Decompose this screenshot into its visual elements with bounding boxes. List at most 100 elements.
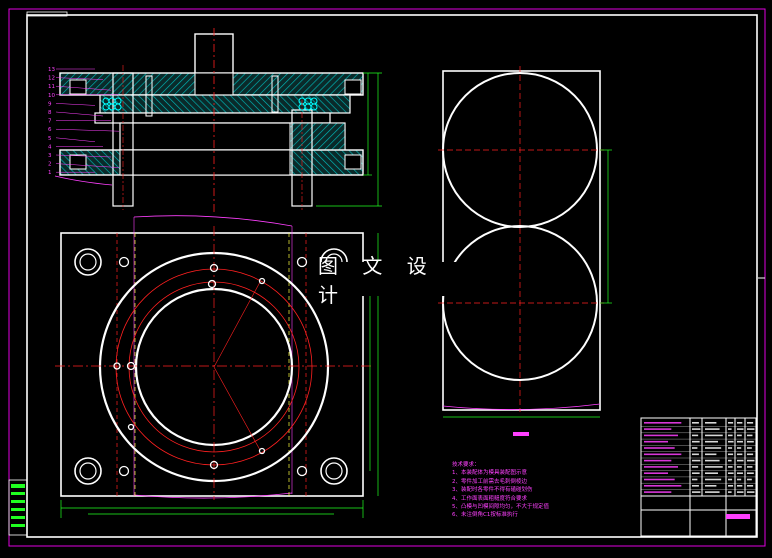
front-section-view: [54, 28, 364, 215]
title-block-cell-text: [737, 485, 743, 487]
title-block-cell-text: [692, 422, 699, 424]
part-number: 1: [48, 170, 52, 176]
title-block-cell-text: [705, 434, 723, 437]
title-block-cell-text: [692, 447, 698, 449]
note-item: 4、工作面表面粗糙度符合要求: [452, 495, 528, 502]
leader-line: [55, 111, 104, 117]
title-block-cell-text: [747, 459, 755, 462]
title-block-cell-text: [747, 466, 753, 468]
title-block-cell-text: [747, 491, 755, 493]
title-block-cell-text: [747, 440, 754, 443]
title-block-cell-text: [692, 440, 700, 443]
title-block-cell-text: [644, 466, 678, 468]
title-block-cell-text: [705, 459, 720, 462]
title-block-cell-text: [644, 472, 668, 474]
title-block-cell-text: [737, 453, 743, 456]
title-block-cell-text: [705, 440, 718, 443]
title-block-cell-text: [644, 447, 675, 449]
front-dimensions: [316, 72, 382, 207]
title-block-cell-text: [644, 491, 672, 493]
note-item: 1、本装配体为模具装配图示意: [452, 470, 528, 477]
title-block-cell-text: [728, 453, 734, 456]
title-block-cell-text: [728, 422, 734, 424]
part-number: 8: [48, 110, 52, 116]
title-block-cell-text: [737, 447, 742, 449]
title-block-cell-text: [705, 453, 717, 456]
title-block-cell-text: [705, 466, 723, 468]
leader-line: [55, 77, 104, 80]
title-block-cell-text: [692, 466, 699, 468]
title-block-cell-text: [705, 472, 718, 474]
spring-left: [102, 97, 122, 111]
note-item: 5、凸模与凹模间隙均匀，不大于规定值: [452, 504, 550, 511]
title-block-cell-text: [692, 478, 698, 481]
title-block-cell-text: [644, 478, 675, 481]
part-number: 6: [48, 127, 52, 133]
title-block-cell-text: [644, 440, 668, 443]
title-block-cell-text: [644, 422, 682, 424]
top-tab: [26, 11, 68, 17]
leader-line: [55, 128, 120, 132]
title-block-cell-text: [737, 491, 744, 493]
title-block-cell-text: [705, 491, 720, 493]
title-block-cell-text: [728, 491, 732, 493]
title-block-cell-text: [728, 478, 733, 481]
plan-view: [55, 215, 379, 518]
guide-bushing-br: [320, 457, 348, 485]
title-block-cell-text: [728, 466, 733, 468]
title-block-cell-text: [705, 422, 717, 424]
title-block-cell-text: [728, 434, 733, 437]
title-block-cell-text: [692, 472, 700, 474]
technical-requirements: 技术要求： 1、本装配体为模具装配图示意 2、零件加工前需去毛刺倒棱边 3、装配…: [452, 461, 549, 520]
bolt: [145, 75, 153, 117]
part-number: 5: [48, 136, 52, 142]
title-block-cell-text: [737, 428, 744, 430]
title-block-cell-text: [737, 422, 743, 424]
lower-die-base: [60, 232, 364, 497]
part-number: 11: [48, 84, 55, 90]
title-block-cell-text: [692, 428, 701, 430]
title-block-cell-text: [705, 478, 722, 481]
title-block-cell-text: [705, 485, 717, 487]
guide-bushing-tl: [74, 248, 102, 276]
revision-strip: [8, 479, 28, 536]
title-block-cell-text: [644, 459, 672, 462]
part-number: 13: [48, 67, 55, 73]
notes-heading: 技术要求：: [452, 462, 480, 468]
title-block-cell-text: [737, 478, 742, 481]
part-number: 12: [48, 76, 55, 82]
part-number: 2: [48, 162, 52, 168]
strip-outline: [442, 70, 601, 411]
part-number: 4: [48, 144, 52, 150]
stripper-plate: [94, 112, 331, 124]
inner-frame: [26, 14, 758, 538]
title-block-cell-text: [728, 485, 734, 487]
title-block-cell-text: [692, 453, 699, 456]
note-item: 6、未注倒角C1按标准执行: [452, 512, 518, 519]
title-block-cell-text: [728, 447, 733, 449]
title-block-cell-text: [747, 422, 754, 424]
leader-line: [55, 85, 112, 91]
strip-layout-view: [438, 66, 612, 436]
part-number: 3: [48, 153, 52, 159]
title-block-cell-text: [728, 440, 734, 443]
title-block-cell-text: [644, 428, 672, 430]
title-block-rows: [641, 422, 756, 519]
bolt: [271, 75, 279, 113]
title-block-cell-text: [728, 472, 734, 474]
title-block-cell-text: [747, 428, 755, 430]
title-block-cell-text: [644, 453, 682, 456]
title-block-cell-text: [644, 485, 682, 487]
leader-line: [55, 137, 96, 143]
note-item: 2、零件加工前需去毛刺倒棱边: [452, 478, 528, 485]
part-number: 9: [48, 101, 52, 107]
title-block-cell-text: [692, 485, 699, 487]
title-block-cell-text: [737, 472, 743, 474]
title-block-cell-text: [692, 491, 701, 493]
screws: [113, 256, 308, 477]
title-block-cell-text: [747, 478, 752, 481]
watermark: 图 文 设 计: [318, 254, 463, 307]
part-number: 7: [48, 119, 52, 125]
